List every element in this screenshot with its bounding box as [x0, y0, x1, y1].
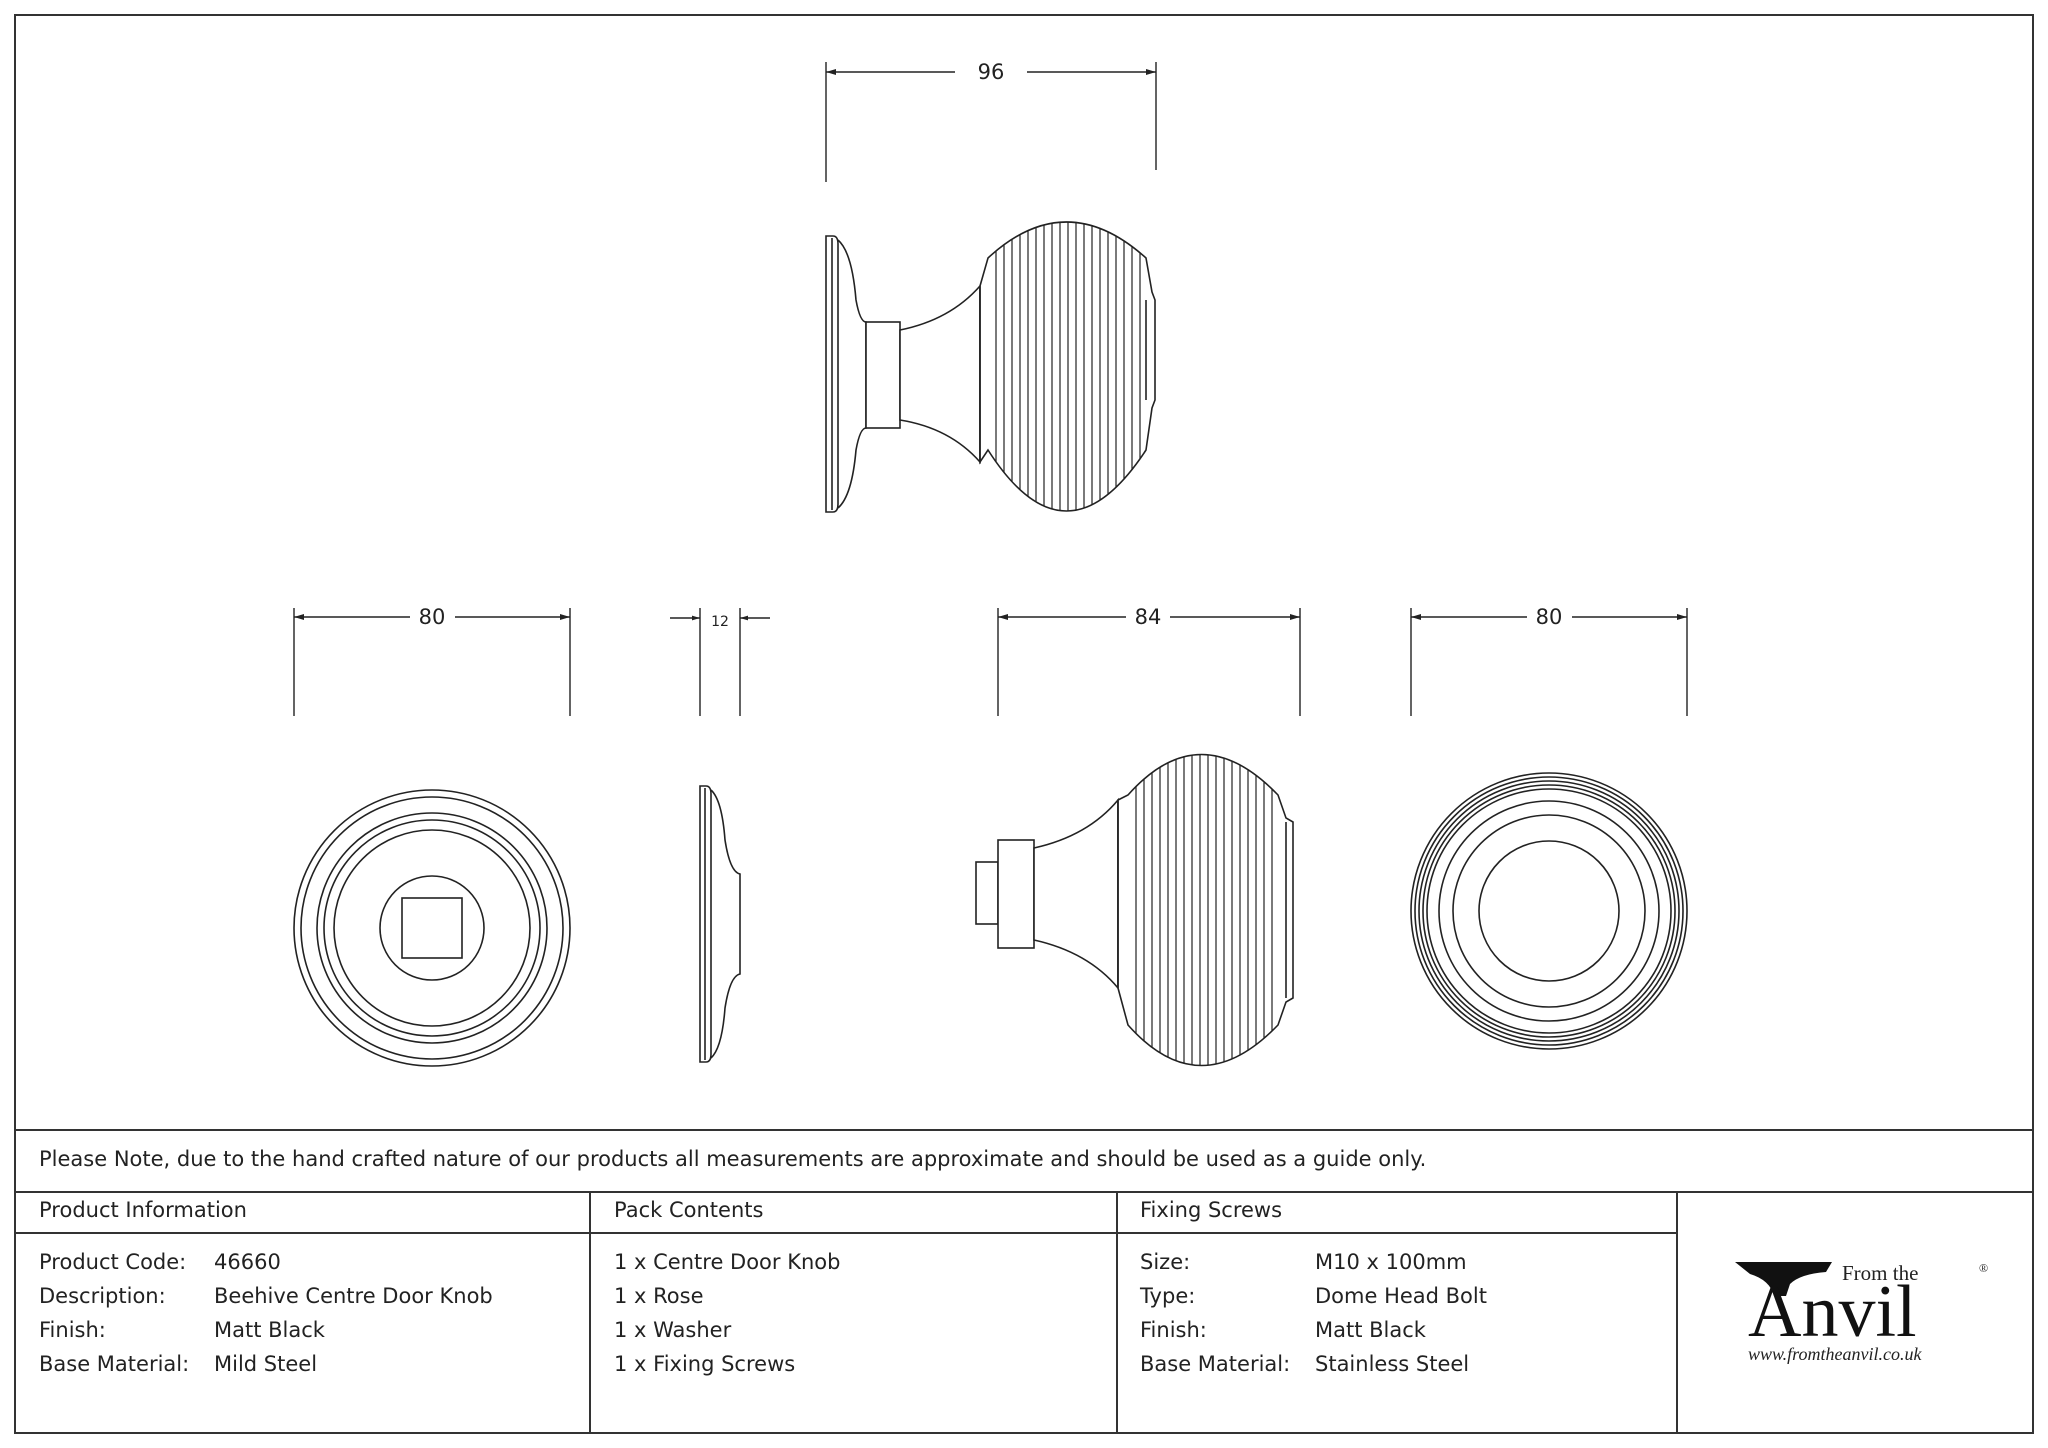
screw-material-label: Base Material:: [1140, 1352, 1291, 1376]
screw-finish-value: Matt Black: [1315, 1318, 1426, 1342]
dimension-side-width-label: 84: [1135, 605, 1162, 629]
base-material-label: Base Material:: [39, 1352, 190, 1376]
pack-item: 1 x Washer: [614, 1318, 732, 1342]
from-the-anvil-logo: From the Anvil ® www.fromtheanvil.co.uk: [1735, 1261, 1988, 1364]
screw-type-label: Type:: [1140, 1284, 1196, 1308]
knob-side-view: [975, 753, 1294, 1067]
dimension-top-width: [825, 62, 1157, 182]
rose-side-view: [699, 785, 741, 1063]
dimension-back-width-label: 80: [1536, 605, 1563, 629]
fixing-screws-header: Fixing Screws: [1140, 1198, 1283, 1222]
dimension-side-width: [997, 608, 1301, 716]
knob-back-view: [1410, 772, 1688, 1050]
pack-item: 1 x Fixing Screws: [614, 1352, 796, 1376]
pack-contents-header: Pack Contents: [614, 1198, 764, 1222]
description-label: Description:: [39, 1284, 166, 1308]
dimension-back-width: [1410, 608, 1688, 716]
dimension-rose-width: [293, 608, 571, 716]
pack-item: 1 x Rose: [614, 1284, 704, 1308]
description-value: Beehive Centre Door Knob: [214, 1284, 493, 1308]
finish-label: Finish:: [39, 1318, 106, 1342]
knob-top-view: [825, 221, 1156, 513]
screw-finish-label: Finish:: [1140, 1318, 1207, 1342]
rose-front-view: [293, 789, 571, 1067]
dimension-rose-thickness: [670, 608, 770, 716]
screw-material-value: Stainless Steel: [1315, 1352, 1470, 1376]
screw-type-value: Dome Head Bolt: [1315, 1284, 1487, 1308]
svg-text:From the: From the: [1842, 1261, 1918, 1285]
svg-text:www.fromtheanvil.co.uk: www.fromtheanvil.co.uk: [1748, 1344, 1922, 1364]
product-info-header: Product Information: [39, 1198, 247, 1222]
anvil-icon: [1735, 1262, 1832, 1296]
pack-item: 1 x Centre Door Knob: [614, 1250, 841, 1274]
dimension-rose-thickness-label: 12: [711, 614, 729, 630]
product-code-value: 46660: [214, 1250, 281, 1274]
dimension-rose-width-label: 80: [419, 605, 446, 629]
screw-size-label: Size:: [1140, 1250, 1191, 1274]
base-material-value: Mild Steel: [214, 1352, 318, 1376]
product-code-label: Product Code:: [39, 1250, 187, 1274]
sheet-frame: [14, 14, 2034, 1434]
measurements-note: Please Note, due to the hand crafted nat…: [39, 1147, 1427, 1171]
svg-text:Anvil: Anvil: [1748, 1271, 1917, 1353]
svg-text:®: ®: [1979, 1261, 1988, 1275]
dimension-top-width-label: 96: [978, 60, 1005, 84]
screw-size-value: M10 x 100mm: [1315, 1250, 1467, 1274]
finish-value: Matt Black: [214, 1318, 325, 1342]
